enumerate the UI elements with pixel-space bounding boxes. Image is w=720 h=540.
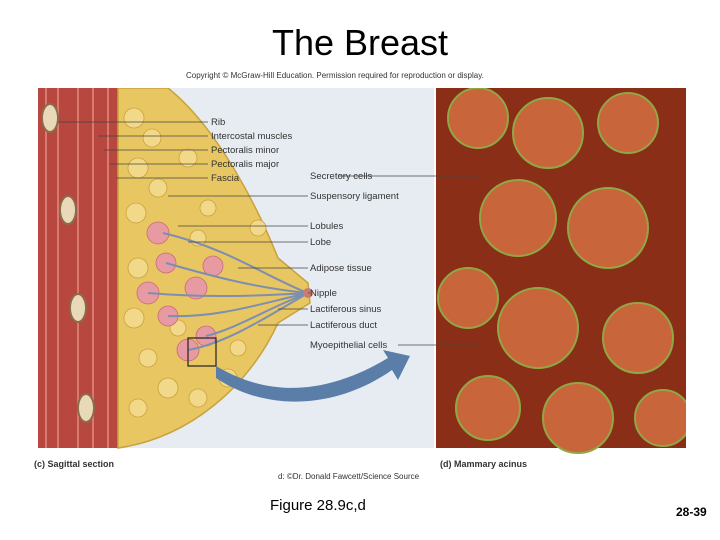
left-panel-label: (c) Sagittal section: [34, 459, 114, 469]
slide-title: The Breast: [0, 22, 720, 64]
label-adipose: Adipose tissue: [310, 263, 372, 274]
photo-credit: d: ©Dr. Donald Fawcett/Science Source: [278, 472, 419, 481]
label-lobe: Lobe: [310, 237, 331, 248]
label-secretory: Secretory cells: [310, 171, 373, 182]
label-suspensory: Suspensory ligament: [310, 191, 399, 202]
right-panel-label: (d) Mammary acinus: [440, 459, 527, 469]
label-intercostal: Intercostal muscles: [211, 131, 293, 142]
figure-caption: Figure 28.9c,d: [270, 497, 366, 514]
breast-figure: Rib Intercostal muscles Pectoralis minor…: [38, 88, 686, 484]
breast-illustration: Rib Intercostal muscles Pectoralis minor…: [38, 88, 686, 484]
label-rib: Rib: [211, 117, 225, 128]
label-fascia: Fascia: [211, 173, 240, 184]
label-myoepithelial: Myoepithelial cells: [310, 340, 387, 351]
label-sinus: Lactiferous sinus: [310, 304, 382, 315]
label-pec-major: Pectoralis major: [211, 159, 279, 170]
label-lobules: Lobules: [310, 221, 344, 232]
label-duct: Lactiferous duct: [310, 320, 377, 331]
page-number: 28-39: [676, 505, 707, 519]
label-nipple: Nipple: [310, 288, 337, 299]
label-pec-minor: Pectoralis minor: [211, 145, 279, 156]
copyright-notice: Copyright © McGraw-Hill Education. Permi…: [186, 71, 484, 80]
